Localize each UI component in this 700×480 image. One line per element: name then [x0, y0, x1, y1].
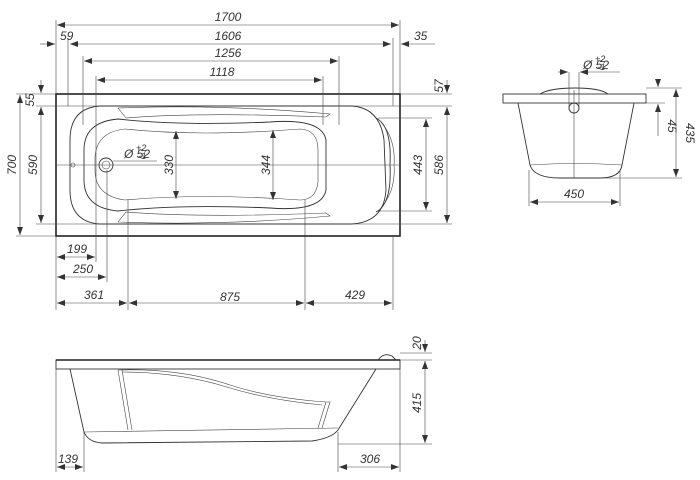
- drain-outer-icon: [98, 157, 114, 173]
- dimensions-right: 57 586 443: [352, 78, 452, 225]
- end-rim-crown: [539, 87, 609, 95]
- dim-57: 57: [432, 78, 446, 93]
- dim-20: 20: [410, 336, 424, 351]
- dim-139: 139: [58, 452, 78, 466]
- dim-435: 435: [683, 123, 697, 143]
- armrest-top: [117, 106, 331, 119]
- dimensions-bottom: 199 250 361 875 429: [55, 170, 394, 310]
- basin-floor: [94, 128, 319, 201]
- dim-700: 700: [5, 155, 19, 175]
- basin-inner: [83, 118, 327, 212]
- side-floor: [83, 427, 339, 433]
- dim-361: 361: [84, 288, 104, 302]
- dim-55: 55: [23, 93, 37, 107]
- side-view: 20 415 139 306: [55, 336, 432, 472]
- top-view: 1700 59 1606 35 1256 1118 700 590 55: [5, 10, 452, 310]
- dim-250: 250: [72, 262, 93, 276]
- dim-1118: 1118: [210, 65, 235, 79]
- dim-590: 590: [26, 155, 40, 175]
- dim-415: 415: [410, 393, 424, 413]
- overflow-icon: [70, 162, 76, 168]
- dim-1700: 1700: [215, 10, 242, 24]
- dim-45: 45: [665, 119, 679, 133]
- side-rim: [55, 359, 401, 370]
- end-view: Ø 52+2-1 45 435 450: [502, 54, 697, 206]
- side-armrest: [117, 369, 331, 431]
- dimensions-left: 700 590 55: [5, 80, 100, 237]
- dim-450: 450: [564, 187, 584, 201]
- dim-306: 306: [360, 452, 380, 466]
- dim-199: 199: [67, 242, 87, 256]
- end-floor: [529, 163, 623, 166]
- side-headrest: [377, 354, 397, 361]
- dimensions-top: 1700 59 1606 35 1256 1118: [40, 10, 435, 262]
- dim-35: 35: [414, 29, 428, 43]
- end-body: [517, 102, 635, 179]
- dim-586: 586: [432, 155, 446, 175]
- end-drain-label: Ø 52+2-1: [582, 54, 609, 72]
- dim-429: 429: [345, 288, 365, 302]
- dim-1606: 1606: [215, 29, 242, 43]
- dim-443: 443: [411, 155, 425, 175]
- side-body: [69, 368, 377, 444]
- drain-inner-icon: [101, 160, 111, 170]
- dim-330: 330: [162, 155, 176, 175]
- end-rim: [502, 93, 647, 104]
- armrest-bottom: [117, 211, 331, 224]
- dim-344: 344: [259, 155, 273, 175]
- dim-1256: 1256: [215, 46, 242, 60]
- dim-59: 59: [60, 29, 74, 43]
- dimensions-inner: 330 344 Ø 52+2-1: [113, 130, 276, 200]
- dim-875: 875: [220, 290, 240, 304]
- drain-diameter-label: Ø 52+2-1: [123, 143, 150, 161]
